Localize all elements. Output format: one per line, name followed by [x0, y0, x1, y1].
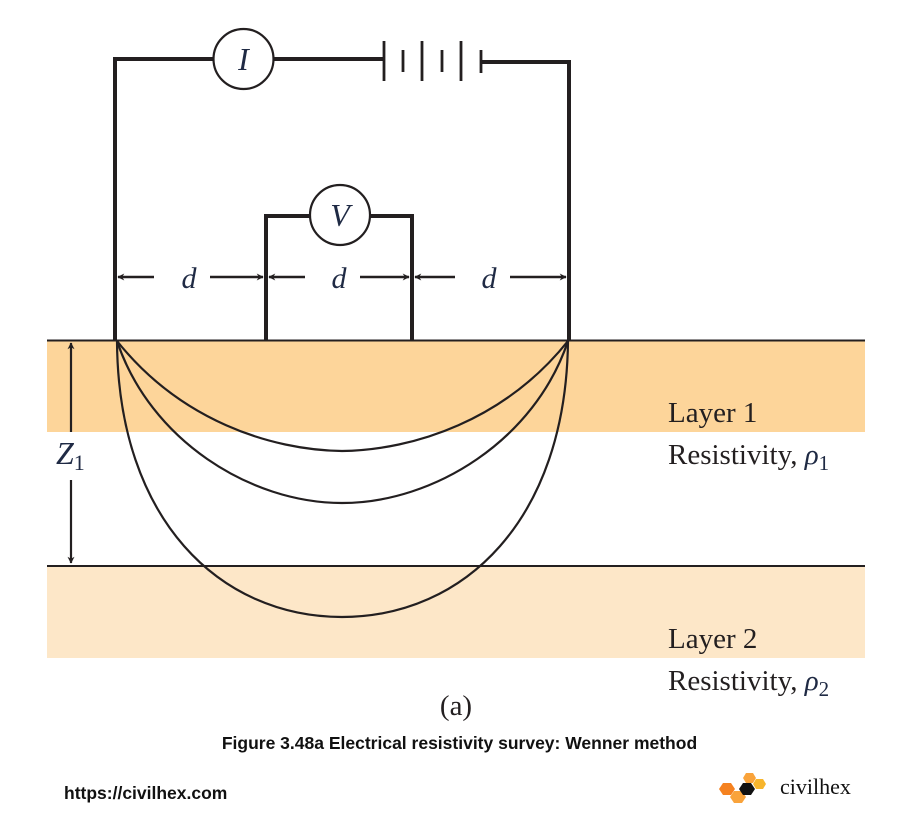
ammeter: I — [212, 27, 275, 91]
voltage-symbol: V — [330, 197, 353, 233]
hexagon-logo-icon — [719, 773, 766, 803]
battery-icon — [382, 41, 483, 81]
potential-wire-right — [370, 214, 414, 340]
current-circuit — [113, 57, 571, 340]
current-flow-lines — [115, 340, 570, 619]
layer-1-band — [47, 340, 865, 432]
voltmeter-circle — [308, 183, 372, 247]
brand-name: civilhex — [780, 774, 851, 799]
potential-circuit — [264, 214, 414, 340]
spacing-label-3: d — [482, 262, 498, 295]
website-link[interactable]: https://civilhex.com — [64, 783, 228, 803]
brand-logo: civilhex — [717, 772, 851, 804]
current-flow-line-shallow — [116, 340, 569, 453]
layer-2-band — [47, 566, 865, 658]
layer-1-name: Layer 1 — [668, 397, 757, 429]
current-wire-left — [113, 57, 213, 340]
spacing-label-2: d — [332, 262, 348, 295]
depth-label: Z1 — [56, 435, 85, 475]
spacing-label-1: d — [182, 262, 198, 295]
layer-1-property: Resistivity, ρ1 — [668, 439, 829, 475]
layer-2-property: Resistivity, ρ2 — [668, 665, 829, 701]
potential-wire-left — [264, 214, 310, 340]
figure-caption: Figure 3.48a Electrical resistivity surv… — [221, 733, 698, 753]
wenner-diagram: I V d d d Z1 Layer — [47, 27, 865, 722]
panel-label: (a) — [440, 690, 472, 722]
ammeter-circle — [212, 27, 275, 91]
current-wire-right — [481, 60, 571, 340]
current-flow-line-deep — [115, 340, 570, 619]
layer-2-name: Layer 2 — [668, 623, 757, 655]
current-symbol: I — [237, 41, 250, 77]
voltmeter: V — [308, 183, 372, 247]
current-flow-line-middle — [115, 340, 570, 505]
